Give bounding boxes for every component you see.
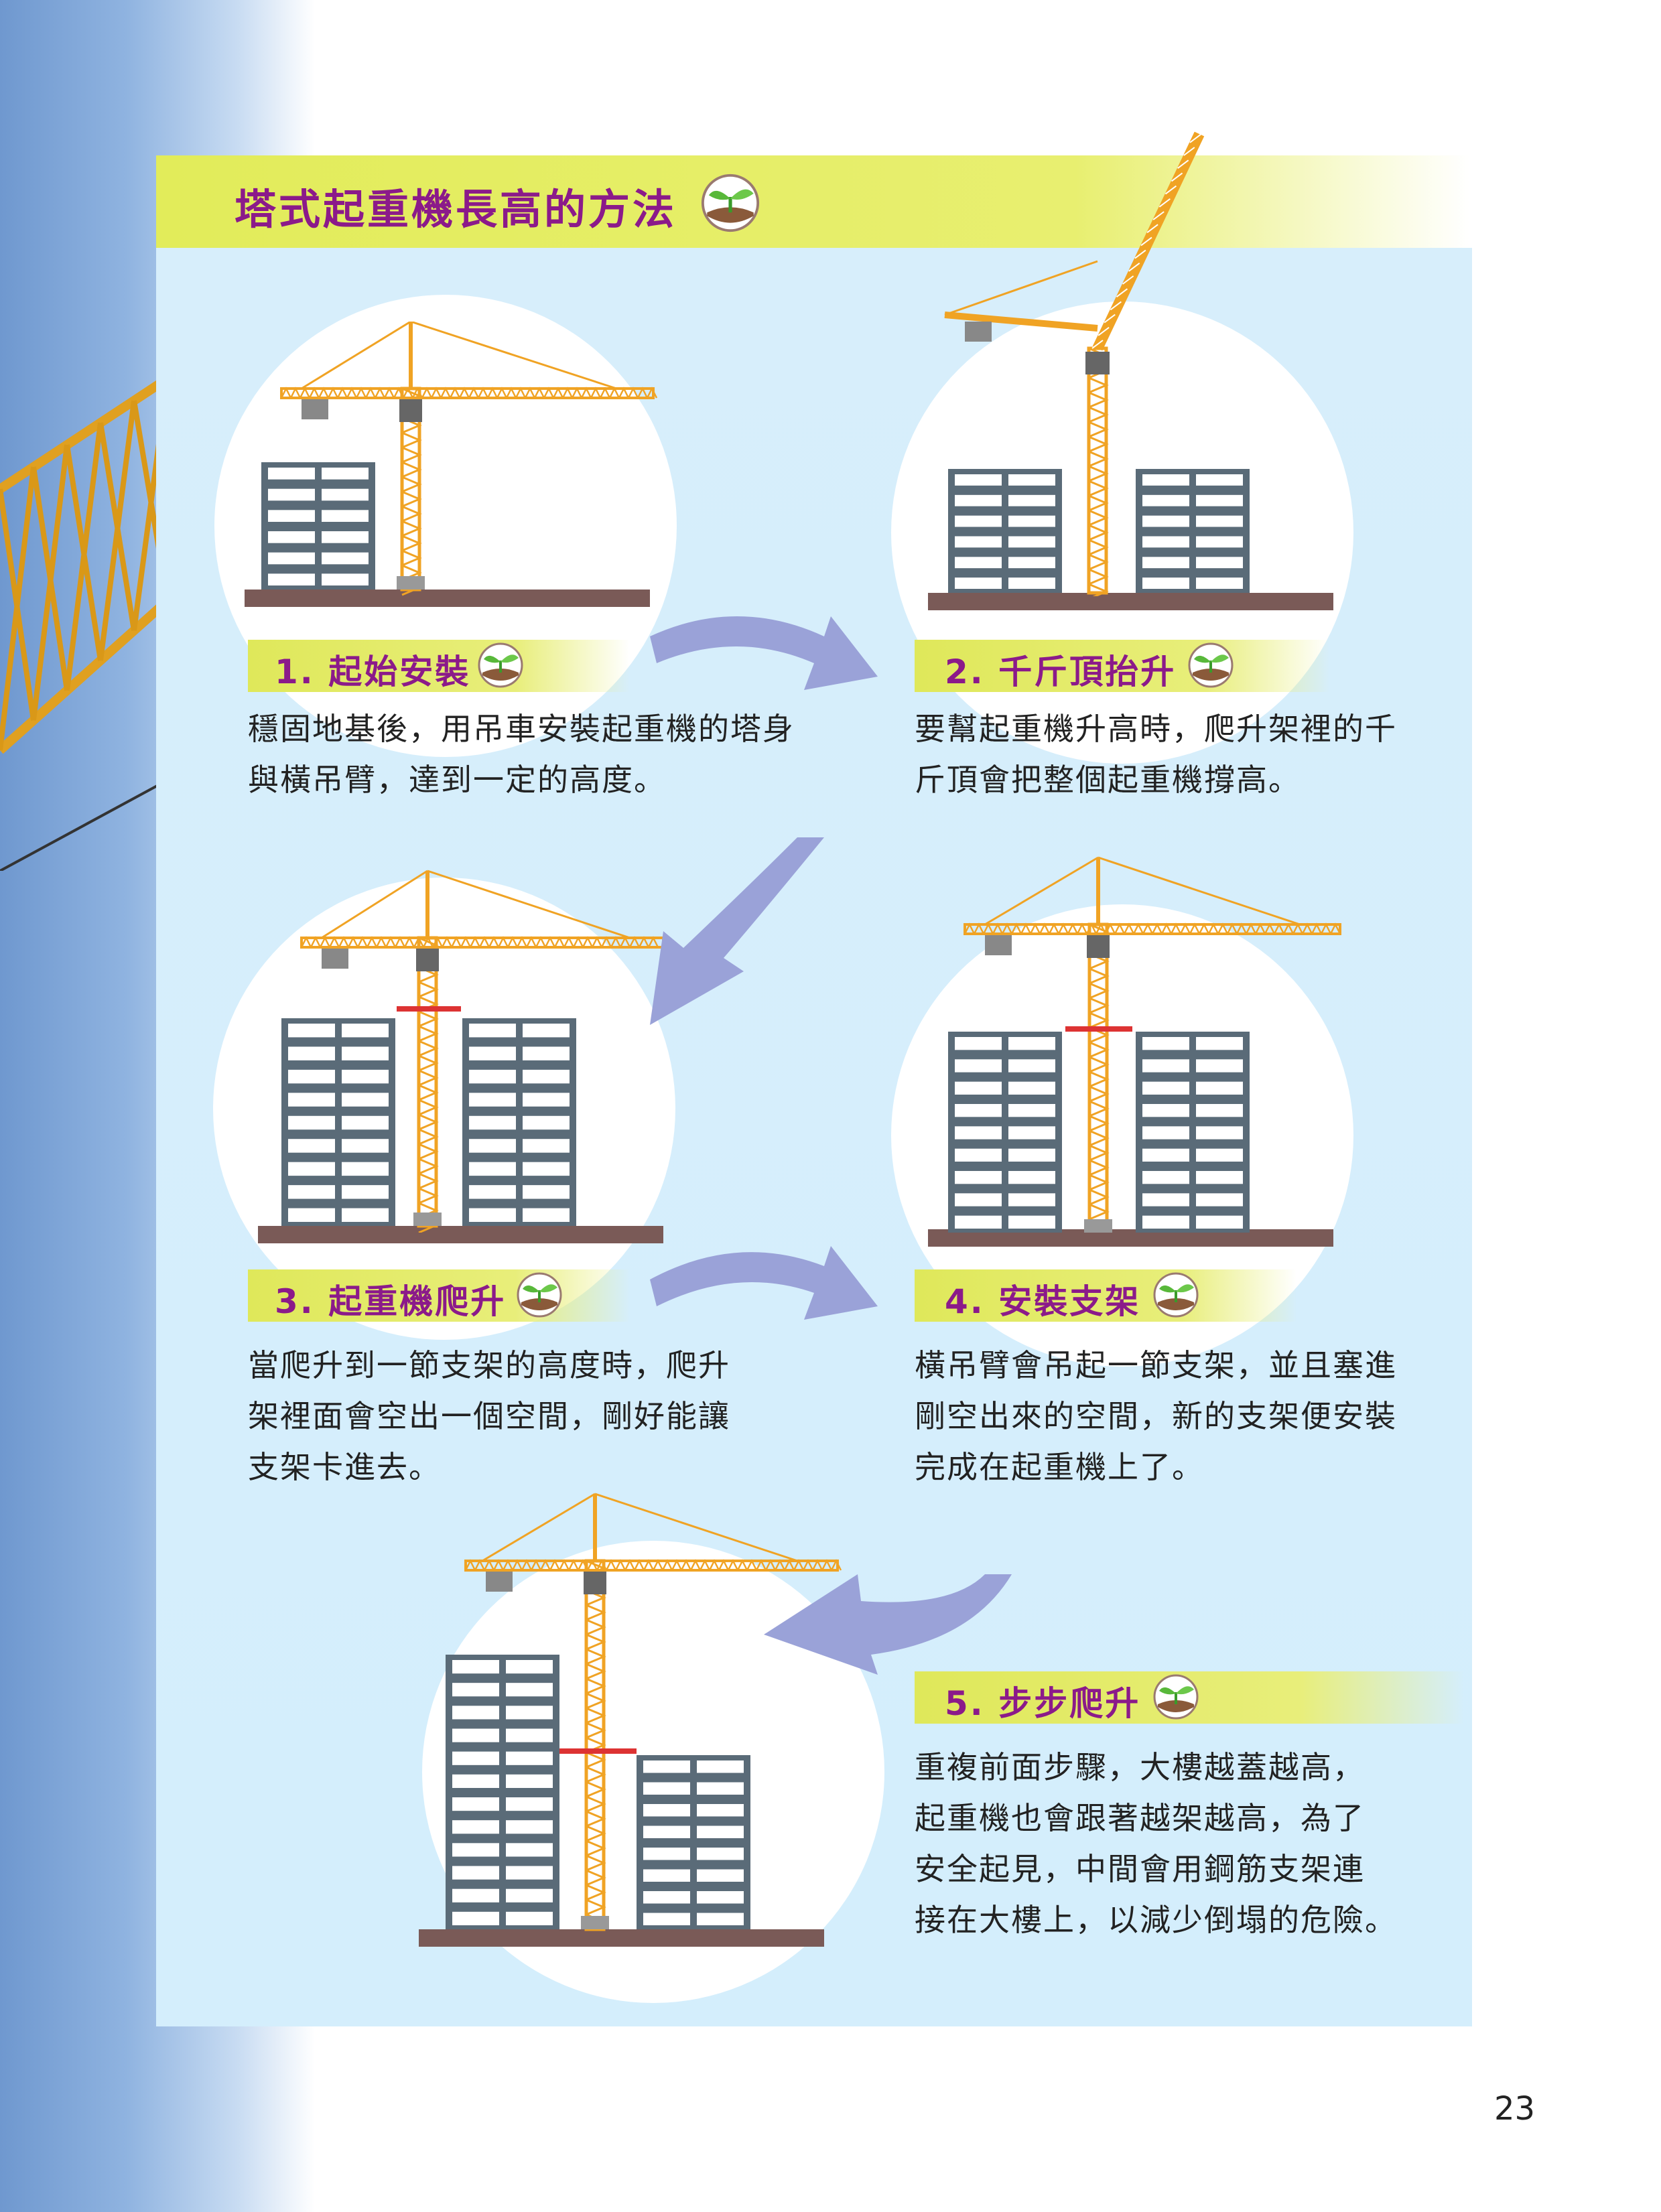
page-number: 23 [1494,2090,1536,2128]
sprout-icon [1153,1272,1199,1318]
sprout-icon [517,1272,562,1318]
illustration-step4 [948,856,1341,1233]
ground-step3 [258,1226,663,1243]
arrow-4-to-5 [764,1574,1012,1675]
illustration-step2 [944,131,1250,596]
step3-bar [248,1269,630,1322]
step1-label: 1. 起始安裝 [275,652,471,691]
step5-description: 重複前面步驟，大樓越蓋越高，起重機也會跟著越架越高，為了安全起見，中間會用鋼筋支… [915,1749,1397,1938]
title-bar [156,155,1469,248]
step4-description: 橫吊臂會吊起一節支架，並且塞進剛空出來的空間，新的支架便安裝完成在起重機上了。 [915,1347,1397,1485]
ground-step2 [928,593,1333,610]
illustration-step3 [281,870,665,1233]
illustration-step1 [261,322,658,596]
sprout-icon [1153,1674,1199,1720]
step4-bar [915,1269,1297,1322]
step2-description: 要幫起重機升高時，爬升架裡的千斤頂會把整個起重機撐高。 [915,711,1397,798]
sprout-icon [478,642,523,688]
step2-label: 2. 千斤頂抬升 [945,652,1177,691]
step3-description: 當爬升到一節支架的高度時，爬升架裡面會空出一個空間，剛好能讓支架卡進去。 [248,1347,730,1485]
sprout-icon [701,174,760,232]
ground-step1 [245,590,650,607]
sprout-icon [1188,642,1234,688]
ground-step5 [419,1929,824,1947]
arrow-2-to-3 [650,837,824,1025]
arrow-3-to-4 [650,1246,878,1320]
step1-bar [248,640,630,692]
step5-label: 5. 步步爬升 [945,1684,1141,1723]
step1-description: 穩固地基後，用吊車安裝起重機的塔身與橫吊臂，達到一定的高度。 [248,711,795,798]
step3-label: 3. 起重機爬升 [275,1282,507,1321]
illustration-step5 [446,1493,842,1931]
arrow-1-to-2 [650,616,878,690]
step2-bar [915,640,1330,692]
step4-label: 4. 安裝支架 [945,1282,1141,1321]
page-title: 塔式起重機長高的方法 [235,185,677,234]
